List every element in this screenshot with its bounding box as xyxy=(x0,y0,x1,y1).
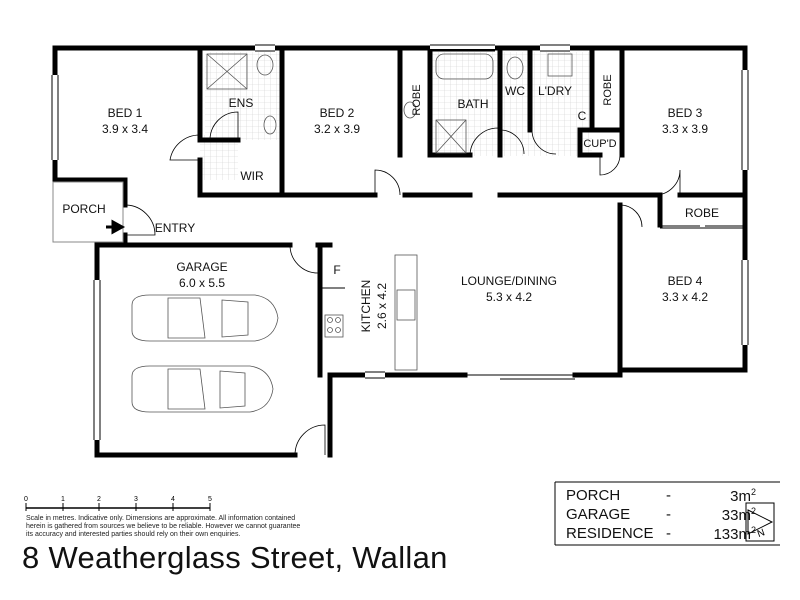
compass-icon: N xyxy=(745,502,775,542)
bed2-size: 3.2 x 3.9 xyxy=(314,122,360,136)
car-icon xyxy=(131,294,279,342)
area-unit-sup: 2 xyxy=(750,505,756,516)
entry-arrow-icon xyxy=(106,219,126,235)
kitchen-size: 2.6 x 4.2 xyxy=(375,283,389,329)
bed1-size: 3.9 x 3.4 xyxy=(102,122,148,136)
area-unit-sup: 2 xyxy=(750,486,756,497)
wc-name: WC xyxy=(505,84,525,98)
disclaimer: Scale in metres. Indicative only. Dimens… xyxy=(26,515,301,538)
windows xyxy=(51,43,749,440)
scale-tick: 2 xyxy=(97,496,101,503)
bed2-name: BED 2 xyxy=(320,106,355,120)
scale-tick: 3 xyxy=(134,496,138,503)
property-address: 8 Weatherglass Street, Wallan xyxy=(22,540,448,575)
bed4-size: 3.3 x 4.2 xyxy=(662,290,708,304)
area-value: 3m xyxy=(730,487,751,505)
wir-name: WIR xyxy=(240,169,264,183)
kitchen-name: KITCHEN xyxy=(359,280,373,333)
robe-bed4-label: ROBE xyxy=(685,206,719,220)
area-name: RESIDENCE xyxy=(566,525,654,542)
cupboard-c-label: C xyxy=(578,109,587,123)
doors xyxy=(124,111,743,456)
bed1-name: BED 1 xyxy=(108,106,143,120)
scale-tick: 0 xyxy=(24,496,28,503)
cupd-label: CUP'D xyxy=(583,138,616,150)
garage-size: 6.0 x 5.5 xyxy=(179,276,225,290)
ldry-name: L'DRY xyxy=(538,84,572,98)
compass-north-label: N xyxy=(756,527,767,540)
lounge-size: 5.3 x 4.2 xyxy=(486,290,532,304)
lounge-name: LOUNGE/DINING xyxy=(461,274,557,288)
bed3-size: 3.3 x 3.9 xyxy=(662,122,708,136)
scale-tick: 1 xyxy=(61,496,65,503)
area-value: 133m xyxy=(713,525,751,543)
fixtures xyxy=(206,53,573,371)
area-dash: - xyxy=(666,487,671,504)
robe-bed2-label: ROBE xyxy=(411,84,423,115)
fridge-label: F xyxy=(333,263,340,277)
area-row-residence: RESIDENCE - 133m2 xyxy=(566,524,756,543)
porch-area xyxy=(52,181,124,243)
bed3-name: BED 3 xyxy=(668,106,703,120)
interior-walls xyxy=(122,45,748,378)
car-icon xyxy=(131,365,274,413)
garage-name: GARAGE xyxy=(176,260,227,274)
area-dash: - xyxy=(666,525,671,542)
area-row-porch: PORCH - 3m2 xyxy=(566,486,756,505)
ensuite-tiles xyxy=(205,52,282,140)
area-name: GARAGE xyxy=(566,506,631,523)
porch-name: PORCH xyxy=(62,202,105,216)
ens-name: ENS xyxy=(229,96,254,110)
area-name: PORCH xyxy=(566,487,621,504)
scale-tick: 5 xyxy=(208,496,212,503)
scale-bar: 0 1 2 3 4 5 xyxy=(24,496,212,511)
area-row-garage: GARAGE - 33m2 xyxy=(566,505,756,524)
area-summary: PORCH - 3m2 GARAGE - 33m2 RESIDENCE - 13… xyxy=(566,486,756,543)
bath-tiles xyxy=(430,52,530,156)
bed4-name: BED 4 xyxy=(668,274,703,288)
bath-name: BATH xyxy=(457,97,488,111)
area-unit-sup: 2 xyxy=(750,524,756,535)
area-dash: - xyxy=(666,506,671,523)
scale-tick: 4 xyxy=(171,496,175,503)
robe-bed3-label: ROBE xyxy=(602,74,614,105)
area-value: 33m xyxy=(721,506,751,524)
entry-name: ENTRY xyxy=(155,221,195,235)
